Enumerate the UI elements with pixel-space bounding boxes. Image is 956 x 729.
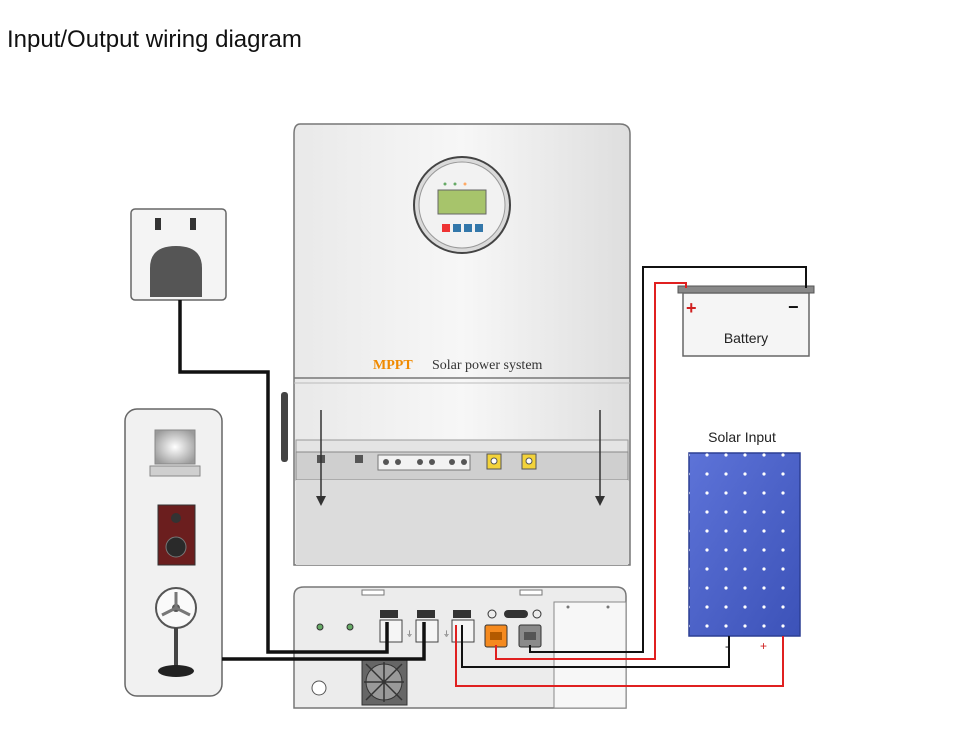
product-label: Solar power system bbox=[432, 358, 543, 373]
solar-negative-wire bbox=[461, 625, 730, 668]
terminal-label bbox=[380, 610, 398, 618]
wiring-panel: ⏚ ⏚ bbox=[293, 586, 627, 709]
terminal-block bbox=[317, 453, 537, 471]
solar-positive-wire bbox=[455, 625, 784, 687]
battery-label: Battery bbox=[724, 330, 768, 346]
fan-icon bbox=[155, 587, 197, 677]
computer-icon bbox=[149, 429, 201, 477]
battery-minus-label: − bbox=[788, 297, 799, 317]
inverter-unit: MPPT Solar power system bbox=[281, 123, 631, 566]
antenna-icon bbox=[281, 392, 288, 462]
ac-input-wire bbox=[178, 300, 389, 654]
battery-plus-label: + bbox=[686, 298, 697, 318]
battery-negative-wire bbox=[529, 266, 807, 653]
solar-plus-label: + bbox=[760, 639, 767, 653]
solar-minus-label: - bbox=[725, 639, 729, 653]
diagram-title: Input/Output wiring diagram bbox=[7, 26, 302, 53]
svg-text:⏚: ⏚ bbox=[406, 630, 413, 638]
arrow-down-icon bbox=[595, 496, 605, 506]
speaker-icon bbox=[157, 504, 196, 566]
battery: + − Battery bbox=[677, 285, 815, 357]
arrow-down-icon bbox=[316, 496, 326, 506]
cooling-fan-icon bbox=[361, 659, 408, 706]
solar-label: Solar Input bbox=[708, 429, 776, 445]
wall-outlet bbox=[130, 208, 227, 301]
brand-label: MPPT bbox=[373, 358, 413, 373]
ac-output-wire bbox=[222, 622, 426, 661]
battery-positive-wire bbox=[495, 282, 687, 660]
solar-panel: Solar Input - + bbox=[688, 429, 801, 653]
svg-text:⏚: ⏚ bbox=[443, 630, 450, 638]
display-panel bbox=[413, 156, 511, 254]
load-appliances bbox=[124, 408, 223, 697]
